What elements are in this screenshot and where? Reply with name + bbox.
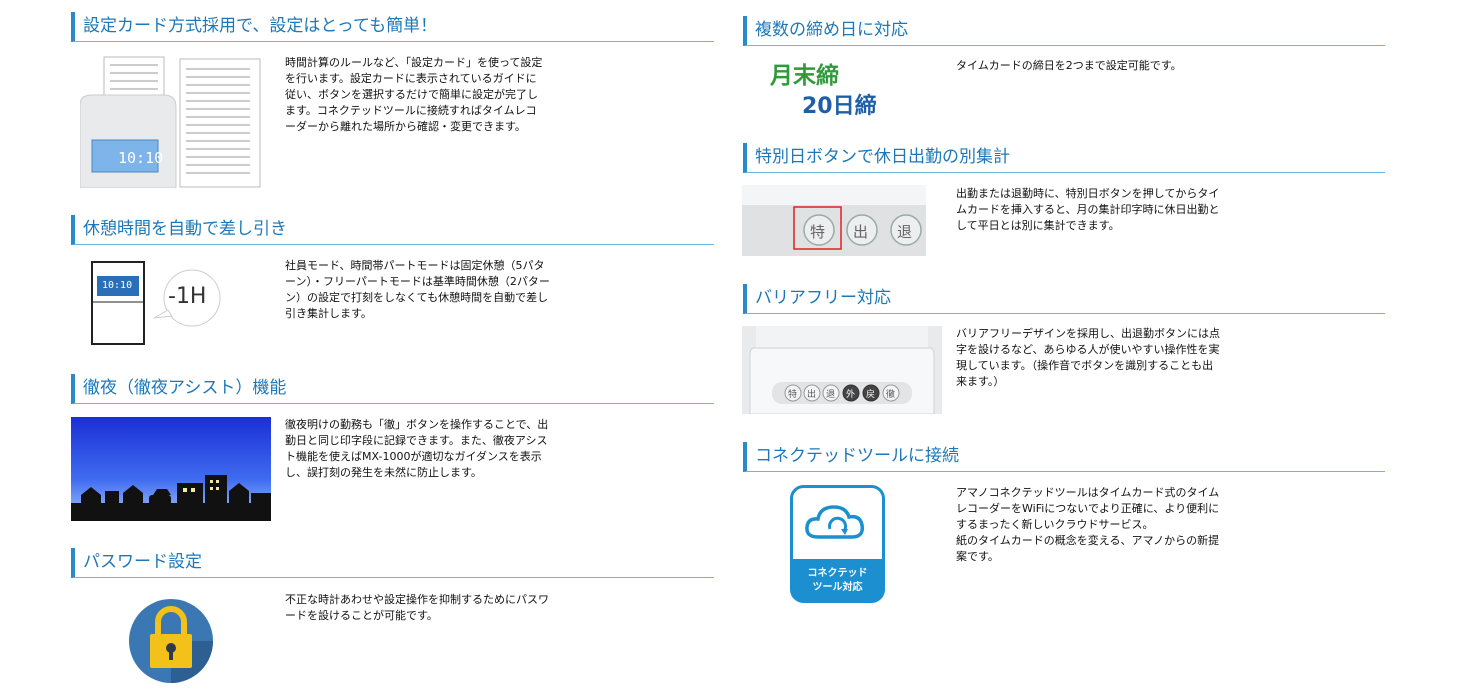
special-day-button: 特 bbox=[788, 390, 798, 400]
night-town-image bbox=[71, 417, 271, 521]
section-description: 時間計算のルールなど、「設定カード」を使って設定を行います。設定カードに表示され… bbox=[285, 56, 543, 133]
special-day-button: 特 bbox=[810, 223, 826, 241]
special-day-buttons-image: 特 出 退 bbox=[742, 185, 926, 256]
clock-in-button: 出 bbox=[853, 223, 869, 241]
section-description: 出勤または退勤時に、特別日ボタンを押してからタイムカードを挿入すると、月の集計印… bbox=[956, 187, 1220, 232]
minus-one-hour-label: -1H bbox=[168, 284, 207, 309]
section-title: パスワード設定 bbox=[71, 548, 714, 578]
section-title: 複数の締め日に対応 bbox=[743, 16, 1385, 46]
lcd-display: 10:10 bbox=[118, 149, 164, 167]
section-title: 特別日ボタンで休日出勤の別集計 bbox=[743, 143, 1385, 173]
all-nighter-button: 徹 bbox=[886, 390, 896, 400]
clock-in-button: 出 bbox=[807, 390, 817, 400]
badge-label-line1: コネクテッド bbox=[807, 568, 868, 579]
closing-day-20th: 20日締 bbox=[802, 94, 877, 118]
section-description: タイムカードの締日を2つまで設定可能です。 bbox=[956, 59, 1182, 72]
section-title: コネクテッドツールに接続 bbox=[743, 442, 1385, 472]
section-description: アマノコネクテッドツールはタイムカード式のタイムレコーダーをWiFiにつないでよ… bbox=[956, 486, 1220, 563]
section-description: 不正な時計あわせや設定操作を抑制するためにパスワードを設けることが可能です。 bbox=[285, 593, 549, 622]
setting-card-image: 10:10 bbox=[80, 55, 262, 188]
badge-label: コネクテッド ツール対応 bbox=[790, 567, 885, 595]
section-title: バリアフリー対応 bbox=[743, 284, 1385, 314]
section-title: 徹夜（徹夜アシスト）機能 bbox=[71, 374, 714, 404]
section-description: 社員モード、時間帯パートモードは固定休憩（5パターン）・フリーパートモードは基準… bbox=[285, 259, 550, 320]
padlock-icon bbox=[128, 592, 214, 686]
section-title: 設定カード方式採用で、設定はとっても簡単！ bbox=[71, 12, 714, 42]
connected-tool-badge: コネクテッド ツール対応 bbox=[790, 485, 885, 603]
break-time-image: 10:10 -1H bbox=[90, 260, 230, 345]
section-title: 休憩時間を自動で差し引き bbox=[71, 215, 714, 245]
lcd-display: 10:10 bbox=[102, 280, 133, 291]
closing-day-image: 月末締 20日締 bbox=[770, 56, 890, 118]
barrier-free-image: 特 出 退 外 戻 徹 bbox=[742, 326, 942, 414]
section-description: 徹夜明けの勤務も「徹」ボタンを操作することで、出勤日と同じ印字段に記録できます。… bbox=[285, 418, 549, 479]
go-out-button: 外 bbox=[846, 390, 856, 400]
section-description: バリアフリーデザインを採用し、出退勤ボタンには点字を設けるなど、あらゆる人が使い… bbox=[956, 327, 1220, 388]
badge-label-line2: ツール対応 bbox=[812, 582, 863, 593]
closing-day-month-end: 月末締 bbox=[770, 63, 839, 89]
clock-out-button: 退 bbox=[826, 390, 836, 400]
clock-out-button: 退 bbox=[897, 223, 913, 241]
return-button: 戻 bbox=[866, 390, 876, 400]
